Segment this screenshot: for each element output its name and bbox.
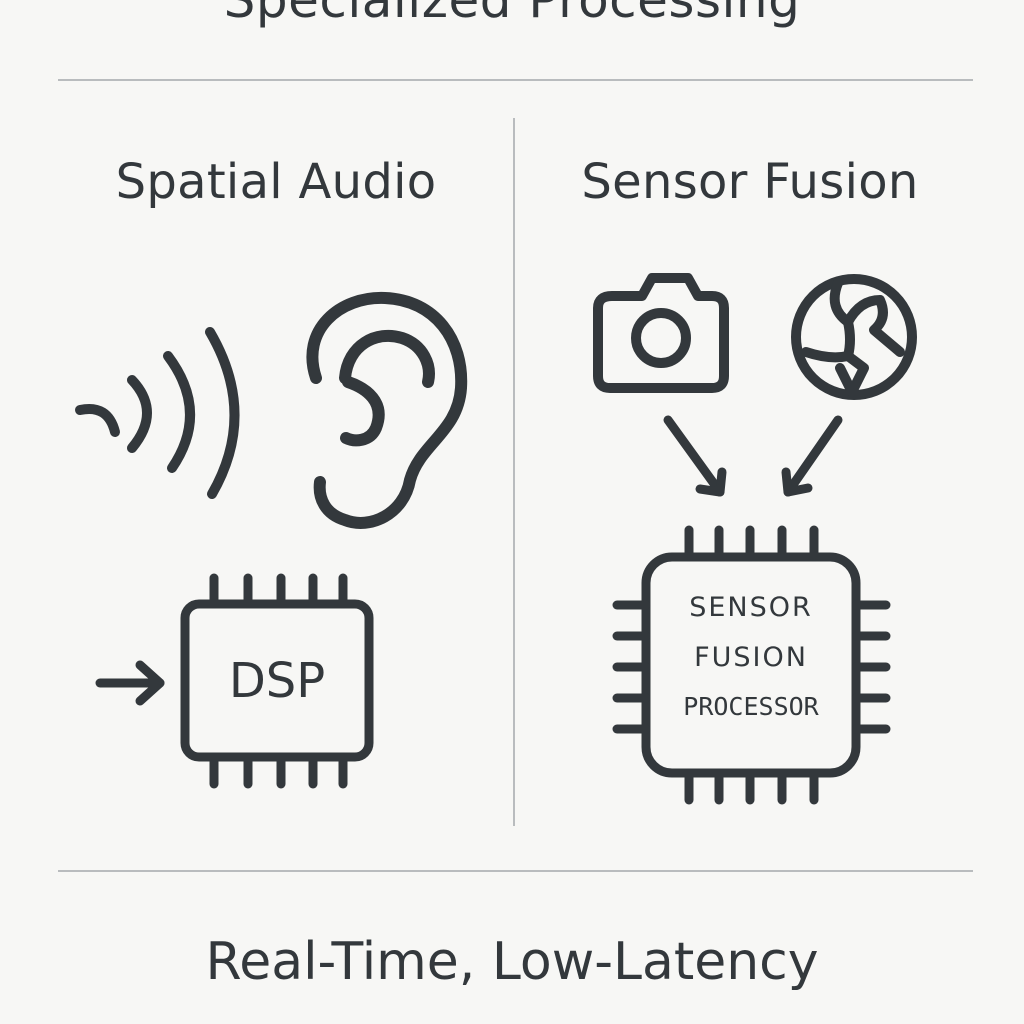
center-divider xyxy=(513,118,515,826)
top-divider xyxy=(58,79,973,81)
dsp-chip-label: DSP xyxy=(228,653,326,709)
processor-label-line3: PROCESSOR xyxy=(683,692,819,721)
processor-label-line2: FUSION xyxy=(694,642,808,673)
ear-icon xyxy=(306,291,468,529)
dsp-chip-icon xyxy=(180,573,374,789)
sensor-fusion-heading: Sensor Fusion xyxy=(581,154,919,210)
page-title: Specialized Processing xyxy=(223,0,801,29)
sound-waves-icon xyxy=(75,327,240,499)
footer-tagline: Real-Time, Low-Latency xyxy=(205,932,819,992)
processor-label-line1: SENSOR xyxy=(689,592,813,623)
spatial-audio-heading: Spatial Audio xyxy=(115,154,437,210)
arrow-right-icon xyxy=(95,660,165,706)
camera-icon xyxy=(593,273,729,393)
arrow-down-right-icon xyxy=(663,415,727,497)
processor-chip-icon xyxy=(612,525,891,805)
arrow-down-left-icon xyxy=(781,415,843,497)
gyroscope-sphere-icon xyxy=(791,274,917,400)
bottom-divider xyxy=(58,870,973,872)
